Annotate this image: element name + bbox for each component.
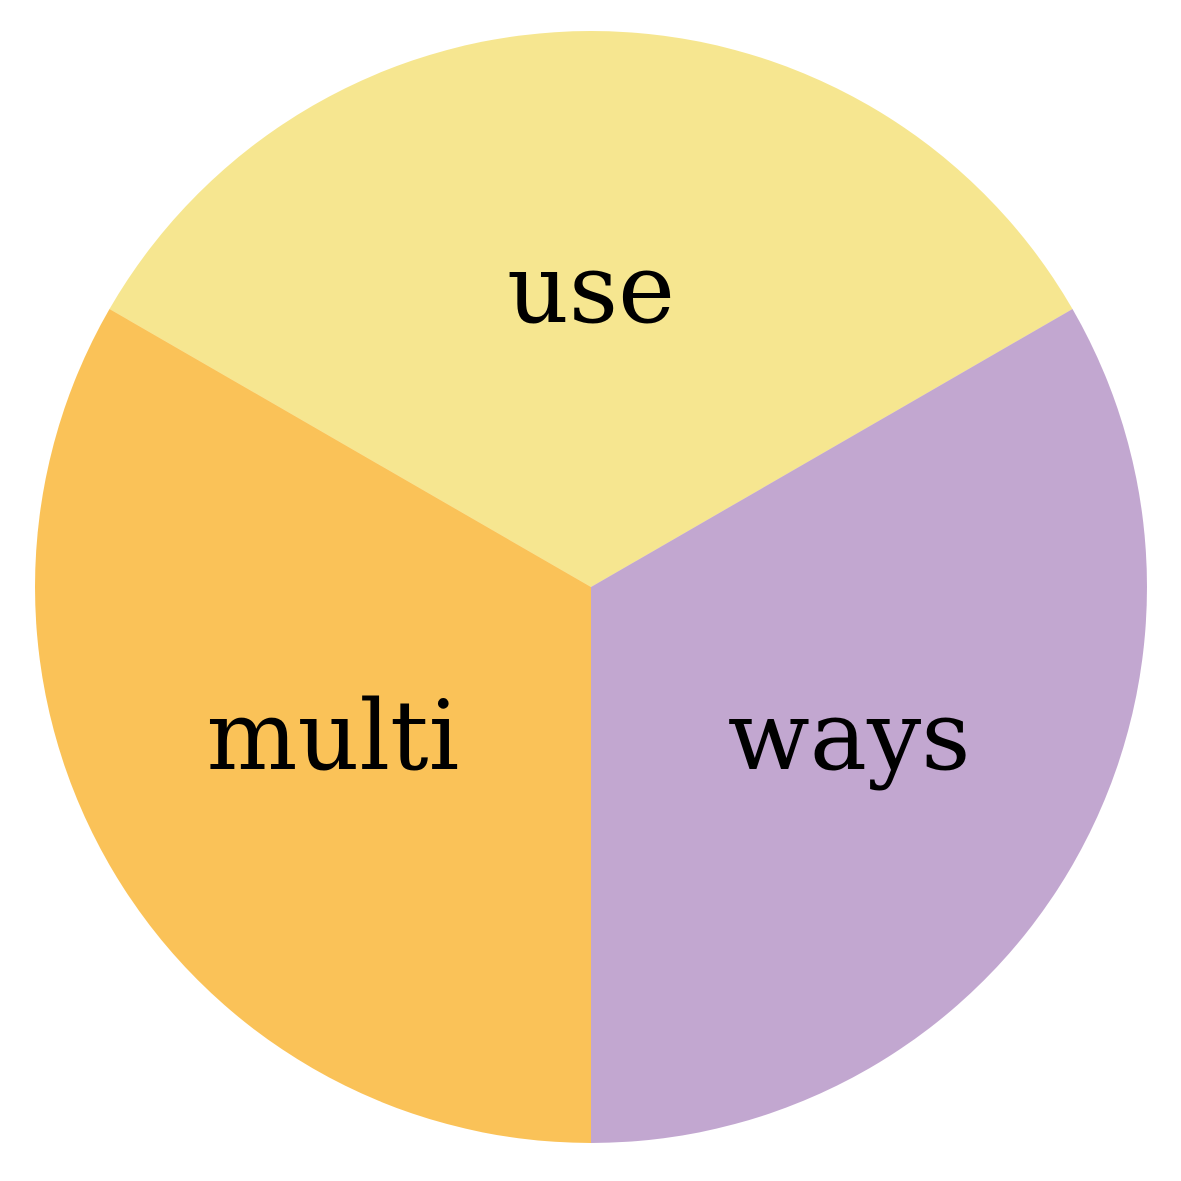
pie-labels: use ways multi: [206, 233, 970, 792]
pie-label-ways: ways: [728, 680, 971, 792]
pie-slice-ways: [591, 309, 1147, 1143]
pie-label-multi: multi: [206, 680, 459, 792]
pie-slices: [35, 31, 1147, 1143]
pie-slice-multi: [35, 309, 591, 1143]
pie-label-use: use: [507, 233, 675, 345]
